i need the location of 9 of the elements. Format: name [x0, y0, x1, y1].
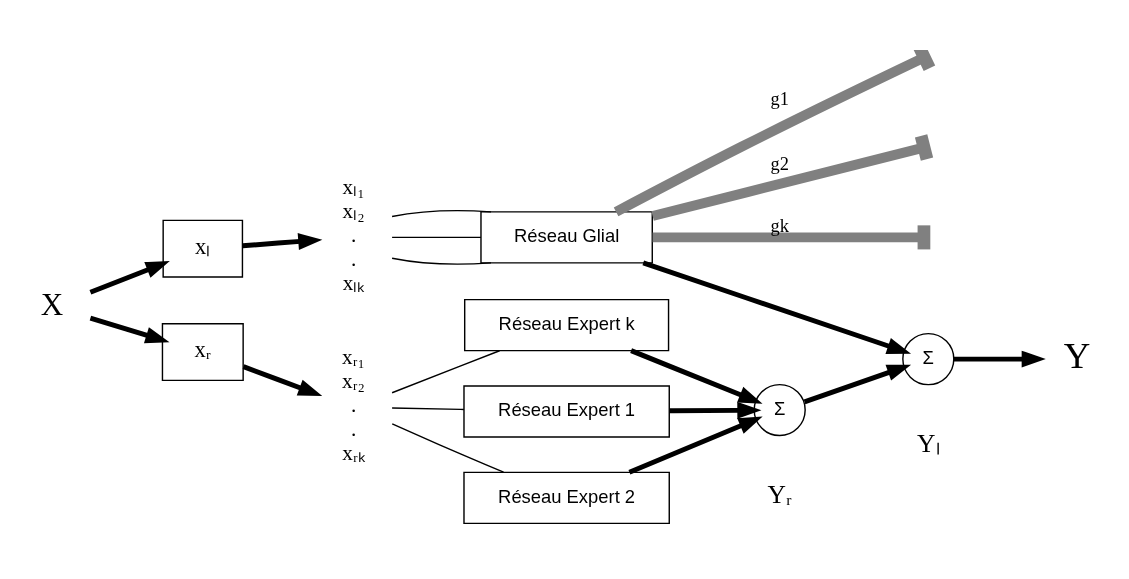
node-text: xᵣ₁ xᵣ₂ . . xᵣₖ [342, 345, 366, 466]
edge-label: g1 [770, 88, 789, 109]
node-label: Yᵣ [767, 479, 792, 509]
node-text: Y [1063, 335, 1091, 377]
node-text: xₗ₁ xₗ₂ . . xₗₖ [342, 175, 365, 296]
node-text: X [40, 286, 64, 322]
node-label: Yₗ [917, 428, 940, 458]
edge-label: g2 [770, 153, 789, 174]
edge-label: gk [770, 216, 789, 237]
